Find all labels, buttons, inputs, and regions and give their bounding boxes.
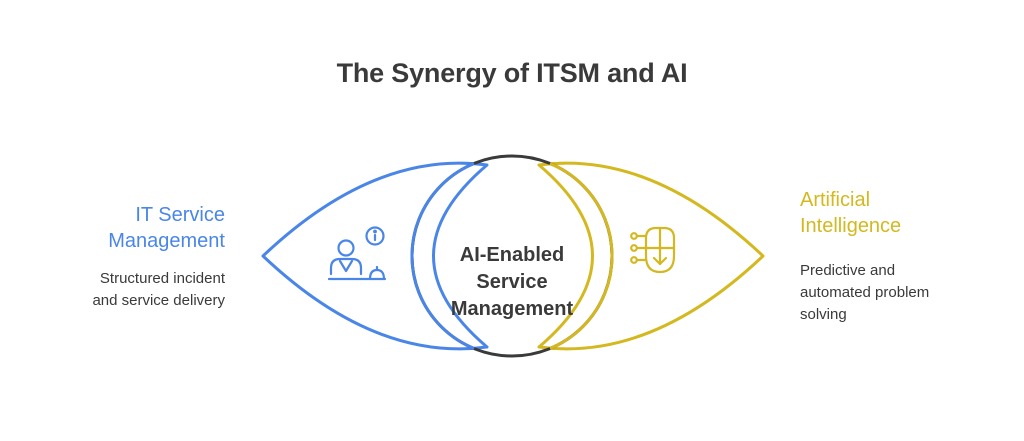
- page-title: The Synergy of ITSM and AI: [336, 58, 688, 88]
- ai-desc-line2: automated problem: [800, 284, 930, 301]
- center-label-line1: AI-Enabled: [459, 244, 565, 266]
- ai-lens: [537, 161, 765, 351]
- ai-desc-line1: Predictive and: [800, 262, 896, 279]
- itsm-heading-line1: IT Service: [135, 204, 225, 226]
- service-desk-person-icon: [327, 226, 387, 281]
- center-label: AI-Enabled Service Management: [430, 242, 594, 323]
- ai-heading-line1: Artificial: [800, 189, 871, 211]
- ai-heading-line2: Intelligence: [800, 215, 902, 237]
- ai-desc-line3: solving: [800, 306, 847, 323]
- itsm-description: Structured incident and service delivery: [25, 268, 225, 312]
- ai-chip-icon: [630, 226, 676, 274]
- itsm-overlap-arc: [410, 162, 475, 350]
- itsm-lens: [261, 161, 489, 351]
- itsm-desc-line2: and service delivery: [92, 292, 225, 309]
- ai-heading: Artificial Intelligence: [800, 187, 1000, 239]
- center-label-line2: Service: [476, 271, 548, 293]
- center-label-line3: Management: [450, 298, 574, 320]
- itsm-desc-line1: Structured incident: [99, 270, 225, 287]
- itsm-heading: IT Service Management: [25, 202, 225, 254]
- itsm-heading-line2: Management: [108, 230, 225, 252]
- ai-overlap-arc: [549, 162, 614, 350]
- ai-description: Predictive and automated problem solving: [800, 260, 1000, 326]
